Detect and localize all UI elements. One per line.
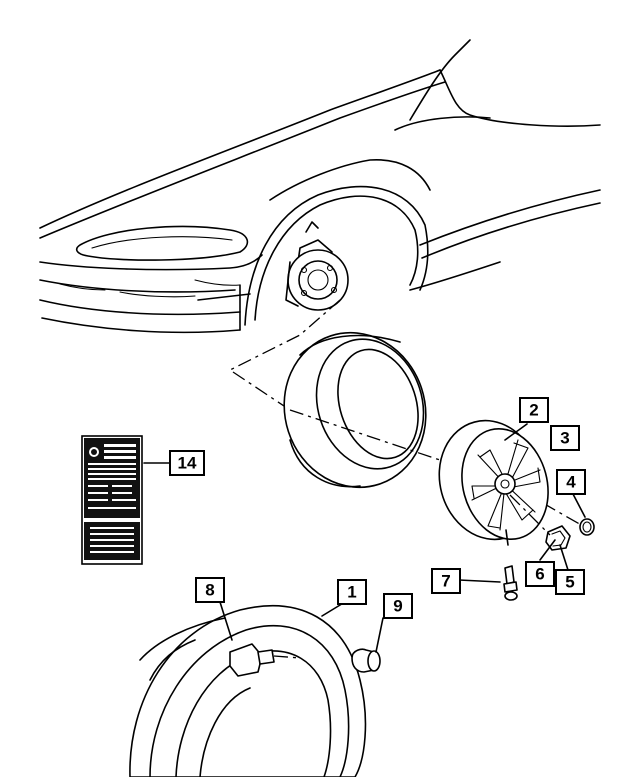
alloy-wheel xyxy=(438,419,549,546)
callout-1-label: 1 xyxy=(347,583,356,602)
callout-9-label: 9 xyxy=(393,597,402,616)
callout-3-label: 3 xyxy=(560,429,569,448)
callout-4-label: 4 xyxy=(566,473,576,492)
pressure-sensor xyxy=(229,643,301,677)
callout-6-label: 6 xyxy=(535,565,544,584)
callout-14-label: 14 xyxy=(178,454,197,473)
callout-2: 2 xyxy=(519,397,549,423)
callout-9: 9 xyxy=(383,593,413,619)
valve-stem xyxy=(503,565,518,601)
tire-placard-label xyxy=(81,435,171,565)
callout-3: 3 xyxy=(550,425,580,451)
center-cap xyxy=(579,518,595,536)
hub-assembly xyxy=(285,221,349,311)
sensor-cap xyxy=(351,648,381,673)
callout-7: 7 xyxy=(431,568,461,594)
callout-1: 1 xyxy=(337,579,367,605)
callout-5-label: 5 xyxy=(565,573,574,592)
callout-8-label: 8 xyxy=(205,581,214,600)
callout-2-label: 2 xyxy=(529,401,538,420)
callout-5: 5 xyxy=(555,569,585,595)
steel-wheel xyxy=(129,605,367,777)
callout-4: 4 xyxy=(556,469,586,495)
callout-14: 14 xyxy=(169,450,205,476)
vehicle-front-fender xyxy=(39,39,601,411)
callout-8: 8 xyxy=(195,577,225,603)
callout-6: 6 xyxy=(525,561,555,587)
tire xyxy=(283,331,427,489)
callout-7-label: 7 xyxy=(441,572,450,591)
